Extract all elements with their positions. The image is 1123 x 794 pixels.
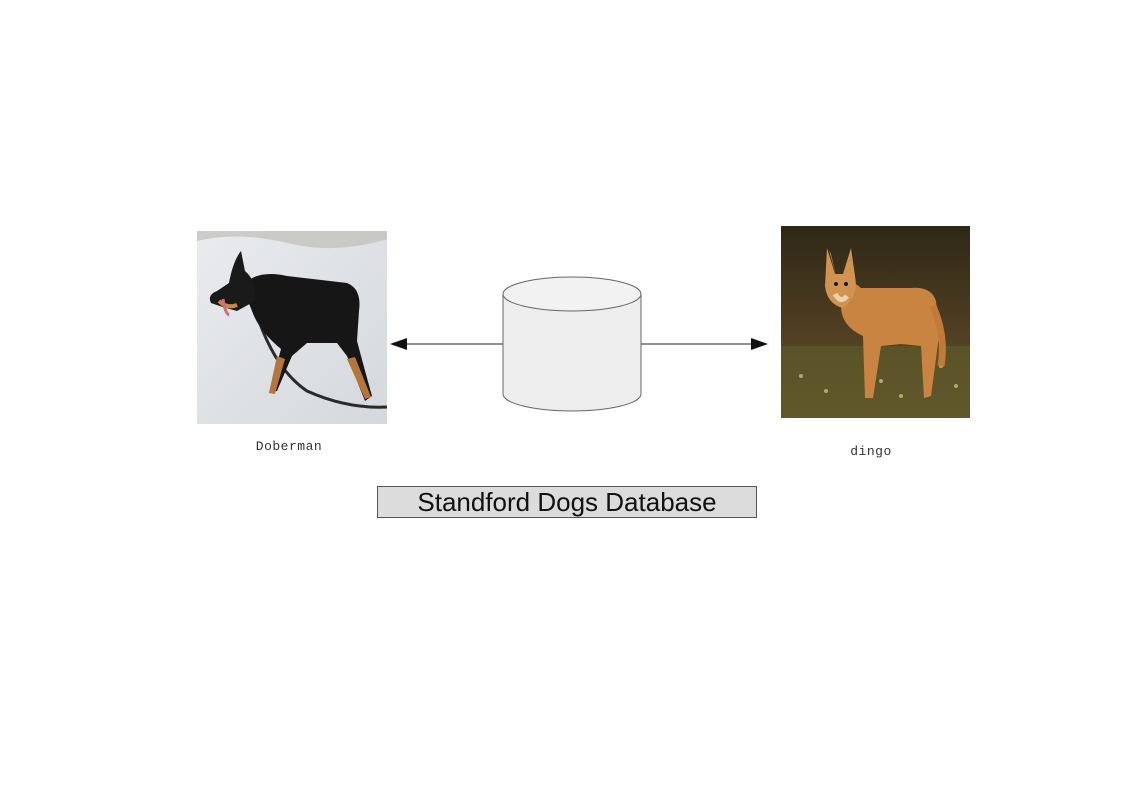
doberman-photo bbox=[197, 231, 387, 424]
left-arrow bbox=[390, 338, 503, 350]
doberman-image bbox=[197, 231, 387, 424]
right-arrow bbox=[641, 338, 768, 350]
database-cylinder-icon bbox=[502, 276, 642, 412]
dingo-image bbox=[781, 226, 970, 418]
dingo-photo bbox=[781, 226, 970, 418]
doberman-label: Doberman bbox=[255, 439, 323, 454]
dingo-label: dingo bbox=[850, 444, 892, 459]
database-title: Standford Dogs Database bbox=[377, 486, 757, 518]
